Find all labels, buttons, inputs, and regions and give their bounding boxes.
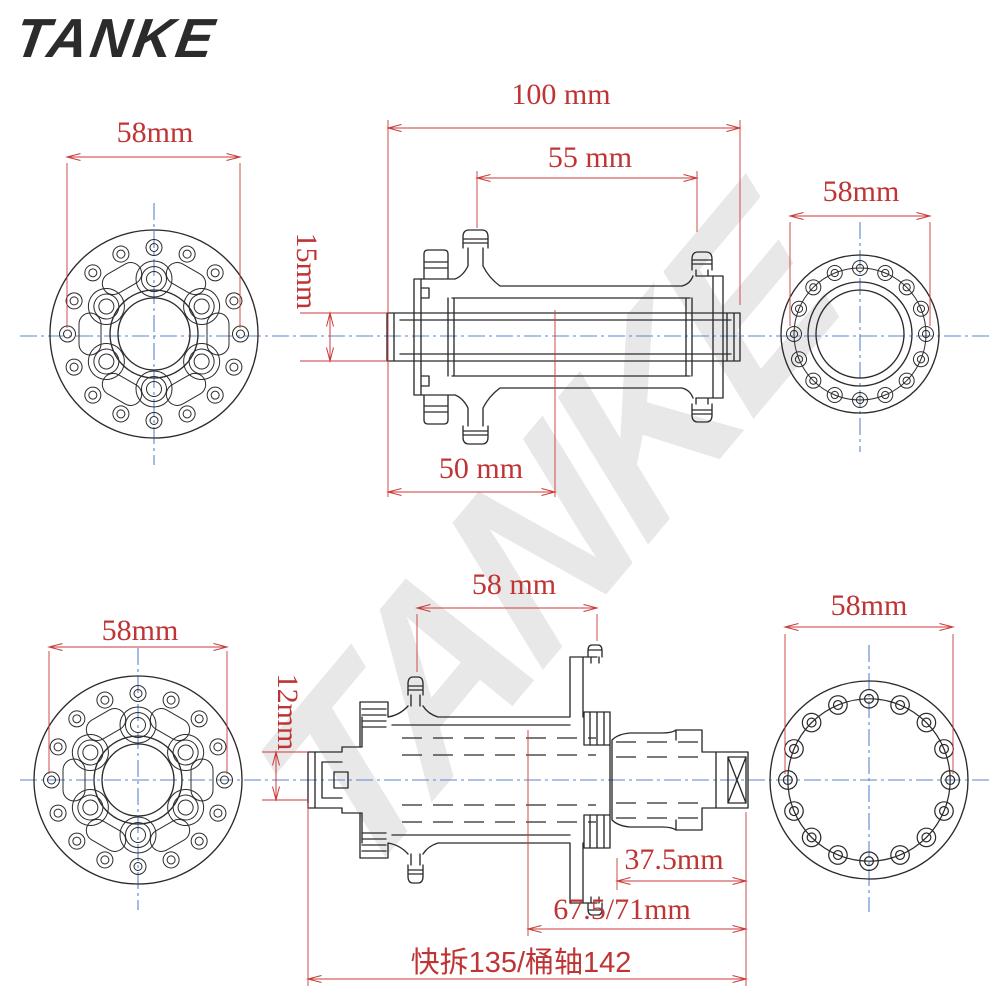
rear-hub-section-view	[307, 644, 749, 916]
front-hub-section-view	[386, 229, 741, 445]
dim-front-left-flange-diameter: 58mm	[117, 116, 194, 149]
rear-hub-drawing: 58mm 58 mm 58mm 12mm 37.5mm 67.5/71mm 快拆…	[34, 568, 969, 986]
centerlines	[20, 203, 992, 912]
rear-right-flange-view	[769, 680, 969, 880]
front-right-flange-view	[780, 254, 940, 414]
dim-front-flange-spacing: 55 mm	[548, 141, 632, 174]
dim-rear-axle-diameter: 12mm	[271, 674, 304, 751]
dim-rear-center-to-end: 67.5/71mm	[553, 893, 691, 926]
dim-front-axle-diameter: 15mm	[290, 233, 323, 310]
dim-rear-right-flange-diameter: 58mm	[831, 589, 908, 622]
dim-rear-axle-standard: 快拆135/桶轴142	[411, 946, 632, 979]
dim-front-overall-length: 100 mm	[511, 78, 610, 111]
tanke-logo: TANKE	[11, 7, 222, 69]
front-left-flange-view	[50, 230, 258, 438]
dim-front-left-to-center: 50 mm	[439, 452, 523, 485]
rear-hub-dimensions: 58mm 58 mm 58mm 12mm 37.5mm 67.5/71mm 快拆…	[47, 568, 955, 986]
front-hub-dimensions: 100 mm 55 mm 58mm 58mm 50 mm 15mm	[65, 78, 932, 497]
dim-rear-flange-spacing: 58 mm	[472, 568, 556, 601]
axle-end-cap-crossbox	[727, 756, 747, 804]
front-hub-drawing: 100 mm 55 mm 58mm 58mm 50 mm 15mm	[50, 78, 940, 497]
dim-front-right-flange-diameter: 58mm	[823, 175, 900, 208]
dim-rear-left-flange-diameter: 58mm	[102, 614, 179, 647]
dim-rear-freehub-length: 37.5mm	[624, 843, 723, 876]
